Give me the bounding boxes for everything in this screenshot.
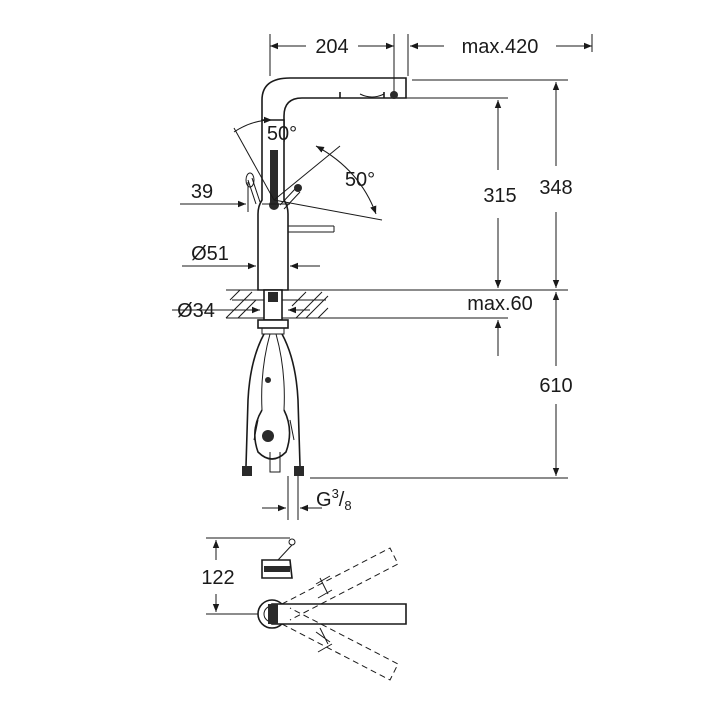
dim-thread: G3/8: [316, 486, 352, 513]
spout-head: [339, 92, 385, 98]
plan-spout: [271, 603, 407, 625]
plan-spout-ghost-down: [281, 607, 399, 681]
dim-hole-diameter: Ø34: [177, 300, 215, 322]
dim-spout-reach: 204: [315, 36, 348, 58]
supply-hoses: [242, 333, 304, 476]
pull-out-ghost: [288, 225, 335, 233]
spout-outlet: [390, 91, 398, 99]
dim-outlet-height: 315: [483, 185, 516, 207]
dim-total-height: 348: [539, 177, 572, 199]
pull-out-hose: [254, 409, 291, 460]
dim-body-diameter: Ø51: [191, 243, 229, 265]
dim-lever-clearance: 122: [201, 567, 234, 589]
hose-weight: [262, 430, 274, 442]
lever-handle: [270, 150, 278, 205]
dim-max-reach: max.420: [462, 36, 539, 58]
plan-spout-ghost-up: [281, 547, 399, 621]
dim-lever-angle-left: 50°: [267, 123, 297, 145]
side-elevation: [172, 34, 593, 520]
mounting-nut: [257, 319, 289, 329]
lever-left-ghost: [247, 177, 261, 205]
dim-supply-length: 610: [539, 375, 572, 397]
dim-max-thickness: max.60: [467, 293, 533, 315]
dim-lever-offset: 39: [191, 181, 213, 203]
lever-right-ghost: [279, 187, 301, 210]
dim-lever-angle-right: 50°: [345, 169, 375, 191]
plan-view: [206, 537, 407, 681]
